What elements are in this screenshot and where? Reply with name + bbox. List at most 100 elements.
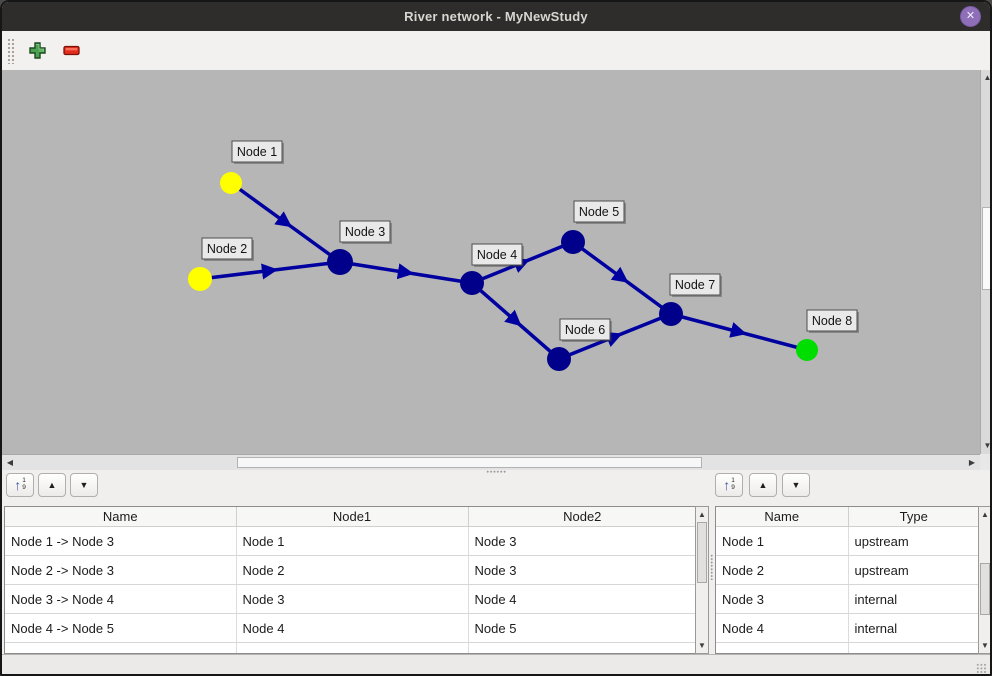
table-cell[interactable]: internal (848, 613, 979, 643)
node-move-up-button[interactable]: ▲ (749, 473, 777, 497)
scroll-down-icon[interactable]: ▼ (983, 441, 992, 450)
node-node3[interactable] (327, 249, 353, 275)
table-cell[interactable]: Node 2 (716, 555, 849, 585)
scroll-up-icon[interactable]: ▲ (983, 73, 992, 82)
up-triangle-icon: ▲ (758, 479, 768, 490)
link-move-down-button[interactable]: ▼ (70, 473, 98, 497)
table-cell[interactable] (468, 642, 696, 653)
table-splitter-handle[interactable] (710, 554, 714, 580)
up-triangle-icon: ▲ (47, 479, 57, 490)
toolbar-drag-handle[interactable] (7, 37, 15, 64)
svg-text:Node 2: Node 2 (207, 242, 247, 256)
node-node1[interactable] (220, 172, 242, 194)
scroll-right-icon[interactable]: ▶ (968, 457, 976, 467)
edge-node3-node4[interactable] (339, 260, 473, 285)
table-cell[interactable]: Node 3 (468, 526, 696, 556)
vertical-scrollbar-thumb[interactable] (982, 207, 990, 290)
scroll-left-icon[interactable]: ◀ (6, 457, 14, 467)
table-cell[interactable]: upstream (848, 555, 979, 585)
node-label-node1: Node 1 (231, 140, 284, 164)
main-toolbar (2, 31, 990, 71)
svg-text:Node 1: Node 1 (237, 145, 277, 159)
edge-node6-node7[interactable] (558, 312, 672, 361)
scroll-up-icon[interactable]: ▲ (698, 509, 706, 519)
table-cell[interactable]: internal (848, 584, 979, 614)
node-node4[interactable] (460, 271, 484, 295)
nodes-layer (188, 172, 818, 371)
table-cell[interactable]: Node 3 (716, 584, 849, 614)
link-table-scrollbar[interactable]: ▲ ▼ (695, 506, 709, 654)
edge-node1-node3[interactable] (229, 181, 342, 264)
node-node6[interactable] (547, 347, 571, 371)
table-cell[interactable]: Node 4 (716, 613, 849, 643)
edge-node7-node8[interactable] (670, 312, 808, 352)
table-cell[interactable]: Node 5 (468, 613, 696, 643)
down-triangle-icon: ▼ (791, 479, 801, 490)
scroll-down-icon[interactable]: ▼ (698, 640, 706, 650)
node-move-down-button[interactable]: ▼ (782, 473, 810, 497)
table-cell[interactable]: Node 4 (236, 613, 469, 643)
column-header[interactable]: Node1 (235, 507, 469, 527)
table-cell[interactable]: Node 4 -> Node 5 (5, 613, 237, 643)
table-cell[interactable]: Node 3 (236, 584, 469, 614)
resize-grip[interactable] (976, 663, 987, 674)
link-move-up-button[interactable]: ▲ (38, 473, 66, 497)
column-header[interactable]: Name (5, 507, 237, 527)
table-cell[interactable] (5, 642, 237, 653)
edge-node5-node7[interactable] (571, 240, 673, 316)
table-cell[interactable]: Node 3 (468, 555, 696, 585)
node-table-scrollbar[interactable]: ▲ ▼ (978, 506, 990, 654)
column-header[interactable]: Name (716, 507, 849, 527)
column-header[interactable]: Type (847, 507, 979, 527)
table-cell[interactable]: Node 2 (236, 555, 469, 585)
table-cell[interactable]: upstream (848, 526, 979, 556)
table-cell[interactable]: Node 4 (468, 584, 696, 614)
table-cell[interactable] (848, 642, 979, 653)
scroll-down-icon[interactable]: ▼ (981, 640, 989, 650)
table-cell[interactable] (716, 642, 849, 653)
table-cell[interactable] (236, 642, 469, 653)
link-table-scrollbar-thumb[interactable] (697, 522, 707, 583)
canvas-vertical-scrollbar[interactable]: ▲ ▼ (980, 70, 992, 454)
canvas-horizontal-scrollbar[interactable]: ◀ ▶ (2, 454, 980, 470)
close-icon: ✕ (965, 10, 976, 22)
table-cell[interactable]: Node 1 (716, 526, 849, 556)
table-cell[interactable]: Node 1 -> Node 3 (5, 526, 237, 556)
svg-text:Node 3: Node 3 (345, 225, 385, 239)
remove-button[interactable] (59, 38, 85, 64)
table-cell[interactable]: Node 1 (236, 526, 469, 556)
node-table-scrollbar-thumb[interactable] (980, 563, 990, 615)
node-node7[interactable] (659, 302, 683, 326)
table-cell[interactable]: Node 3 -> Node 4 (5, 584, 237, 614)
edge-node4-node6[interactable] (470, 281, 561, 361)
node-node5[interactable] (561, 230, 585, 254)
scroll-up-icon[interactable]: ▲ (981, 509, 989, 519)
add-button[interactable] (24, 38, 50, 64)
panel-splitter[interactable] (2, 470, 990, 474)
horizontal-scrollbar-thumb[interactable] (237, 457, 702, 468)
table-row[interactable] (5, 642, 696, 653)
close-button[interactable]: ✕ (960, 6, 981, 27)
splitter-handle[interactable] (486, 470, 506, 474)
node-node8[interactable] (796, 339, 818, 361)
edge-node2-node3[interactable] (199, 260, 341, 281)
table-cell[interactable]: Node 2 -> Node 3 (5, 555, 237, 585)
table-row[interactable] (716, 642, 979, 653)
node-node2[interactable] (188, 267, 212, 291)
column-header[interactable]: Node2 (467, 507, 696, 527)
down-triangle-icon: ▼ (79, 479, 89, 490)
